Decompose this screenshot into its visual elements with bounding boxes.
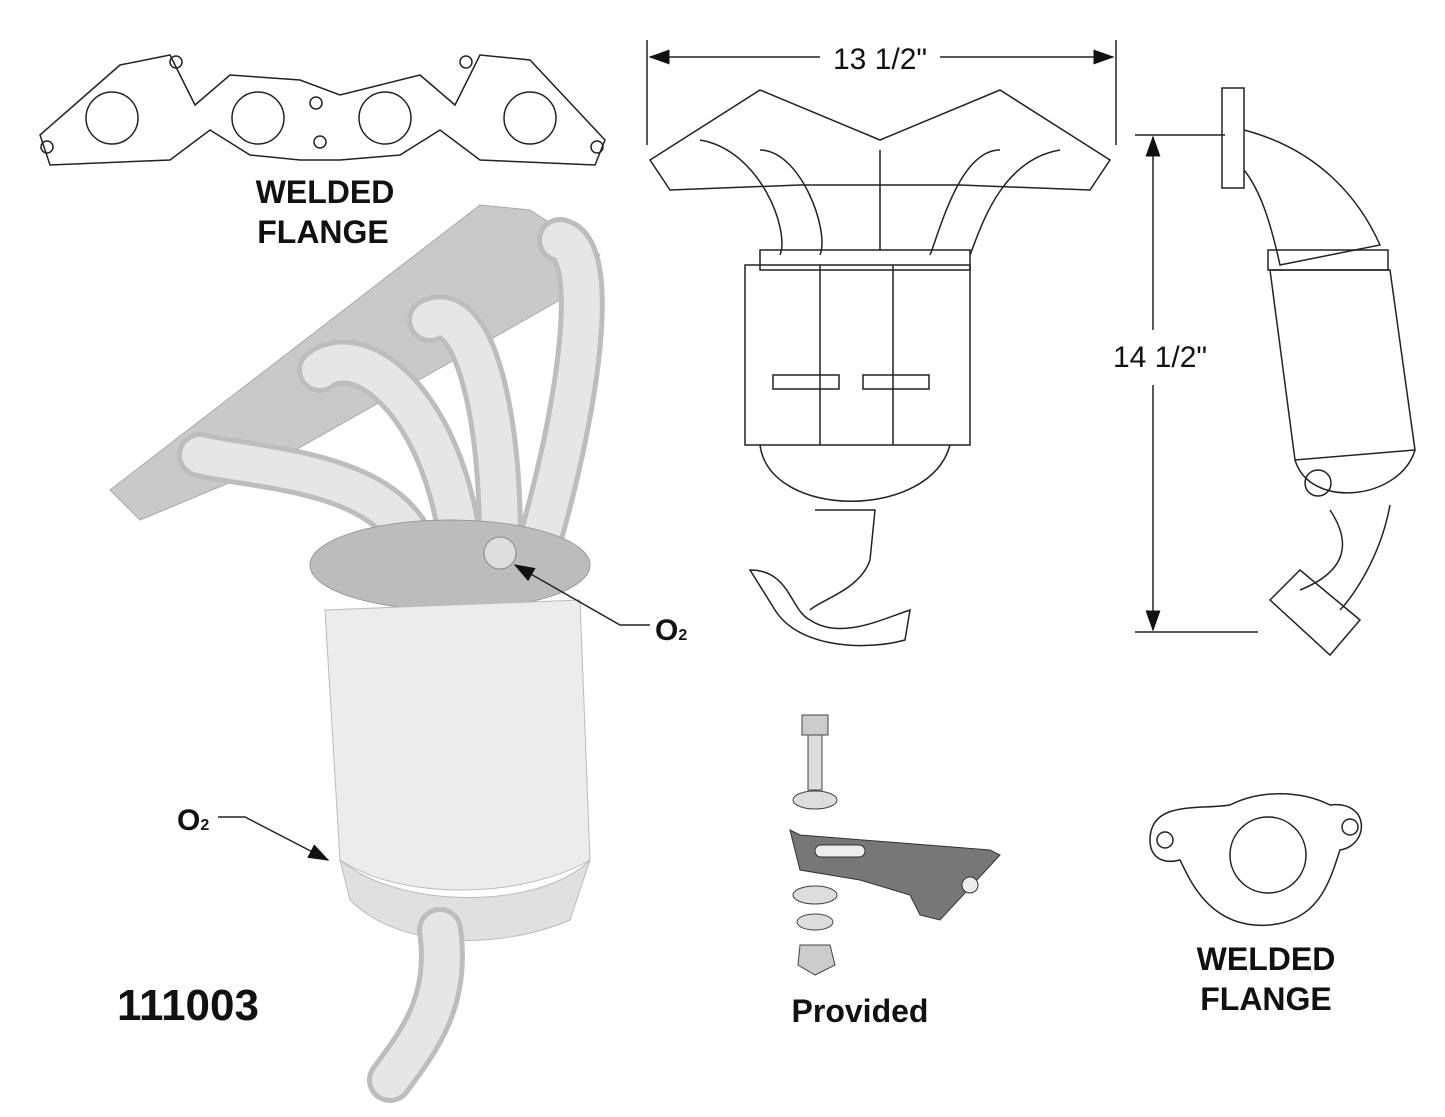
catalytic-converter-render [109, 204, 605, 1103]
o2-lower-label: O2 [177, 804, 209, 837]
width-dimension: 13 1/2" [833, 43, 927, 76]
height-dimension: 14 1/2" [1113, 341, 1207, 374]
side-view-drawing [1135, 87, 1416, 657]
o2-lower-leader [218, 816, 330, 861]
o2-upper-label: O2 [655, 614, 687, 647]
part-number: 111003 [117, 981, 259, 1030]
bottom-flange-drawing [1149, 793, 1363, 926]
o2-upper-leader [513, 564, 650, 626]
top-flange-drawing [39, 54, 606, 166]
bottom-flange-label-line2: FLANGE [1200, 981, 1332, 1017]
bottom-flange-label-line1: WELDED [1197, 941, 1336, 977]
hardware-kit-drawing [789, 714, 1001, 976]
top-flange-label-line2: FLANGE [257, 214, 389, 250]
top-flange-label-line1: WELDED [256, 174, 395, 210]
provided-label: Provided [792, 993, 929, 1029]
front-view-drawing [646, 40, 1117, 647]
